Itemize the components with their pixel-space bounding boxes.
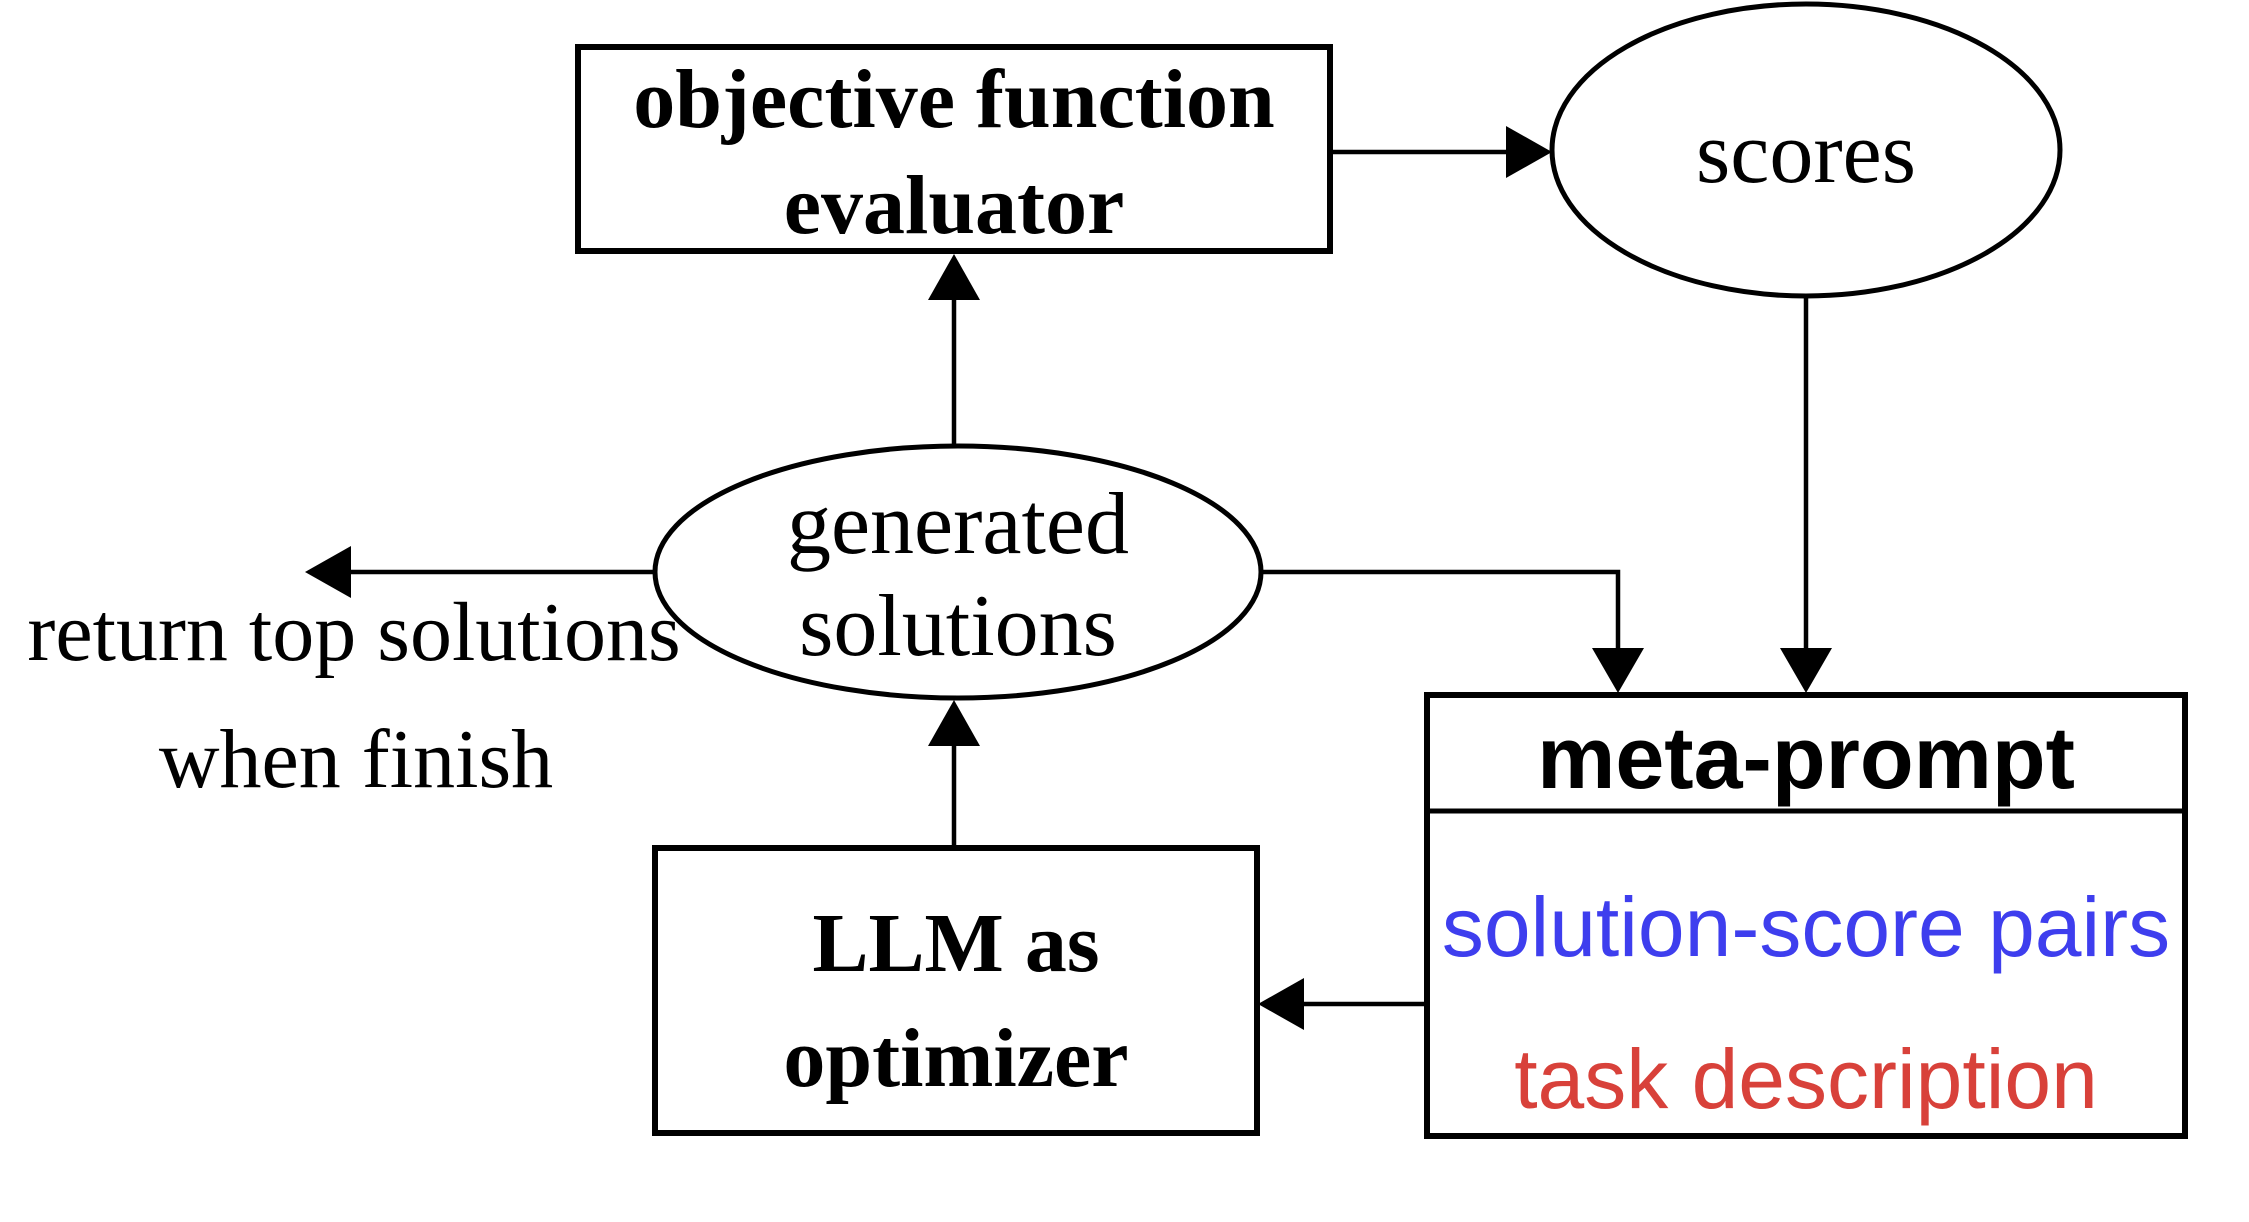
- arrowhead-left-icon: [1258, 978, 1304, 1030]
- arrowhead-down-icon: [1592, 648, 1644, 693]
- arrow-solutions-to-evaluator: [928, 254, 980, 448]
- solution-score-pairs-label: solution-score pairs: [1442, 880, 2170, 974]
- llm-as-optimizer-label-line1: LLM as: [812, 897, 1099, 990]
- task-description-label: task description: [1514, 1032, 2098, 1126]
- generated-solutions-label-line1: generated: [787, 476, 1129, 573]
- scores-label: scores: [1696, 105, 1916, 202]
- arrow-scores-to-meta-prompt: [1780, 293, 1832, 693]
- scores-ellipse: [1549, 1, 2063, 299]
- generated-solutions-ellipse: [652, 443, 1264, 701]
- llm-as-optimizer-box: [652, 845, 1260, 1136]
- arrowhead-up-icon: [928, 700, 980, 746]
- scores-node: scores: [1549, 1, 2063, 299]
- llm-as-optimizer-node: LLM as optimizer: [652, 845, 1260, 1136]
- arrowhead-up-icon: [928, 254, 980, 300]
- arrow-solutions-to-return: [305, 546, 655, 598]
- generated-solutions-label-line2: solutions: [799, 578, 1117, 675]
- llm-as-optimizer-label-line2: optimizer: [783, 1012, 1128, 1105]
- arrow-solutions-to-meta-prompt: [1261, 569, 1644, 693]
- arrow-meta-prompt-to-llm: [1258, 978, 1427, 1030]
- arrowhead-right-icon: [1506, 126, 1552, 178]
- objective-function-evaluator-box: [575, 44, 1333, 254]
- return-caption-line1: return top solutions: [27, 586, 680, 679]
- objective-function-evaluator-node: objective function evaluator: [575, 44, 1333, 254]
- arrow-evaluator-to-scores: [1330, 126, 1552, 178]
- meta-prompt-title: meta-prompt: [1537, 708, 2075, 807]
- arrow-llm-to-solutions: [928, 700, 980, 848]
- generated-solutions-node: generated solutions: [652, 443, 1264, 701]
- arrowhead-left-icon: [305, 546, 351, 598]
- objective-function-evaluator-label-line1: objective function: [633, 53, 1275, 146]
- return-top-solutions-caption: return top solutions when finish: [27, 586, 680, 806]
- meta-prompt-box: [1424, 692, 2188, 1139]
- objective-function-evaluator-label-line2: evaluator: [784, 159, 1125, 252]
- arrowhead-down-icon: [1780, 648, 1832, 693]
- arrow-elbow-line: [1261, 569, 1621, 652]
- meta-prompt-node: meta-prompt solution-score pairs task de…: [1424, 692, 2188, 1139]
- return-caption-line2: when finish: [159, 713, 553, 806]
